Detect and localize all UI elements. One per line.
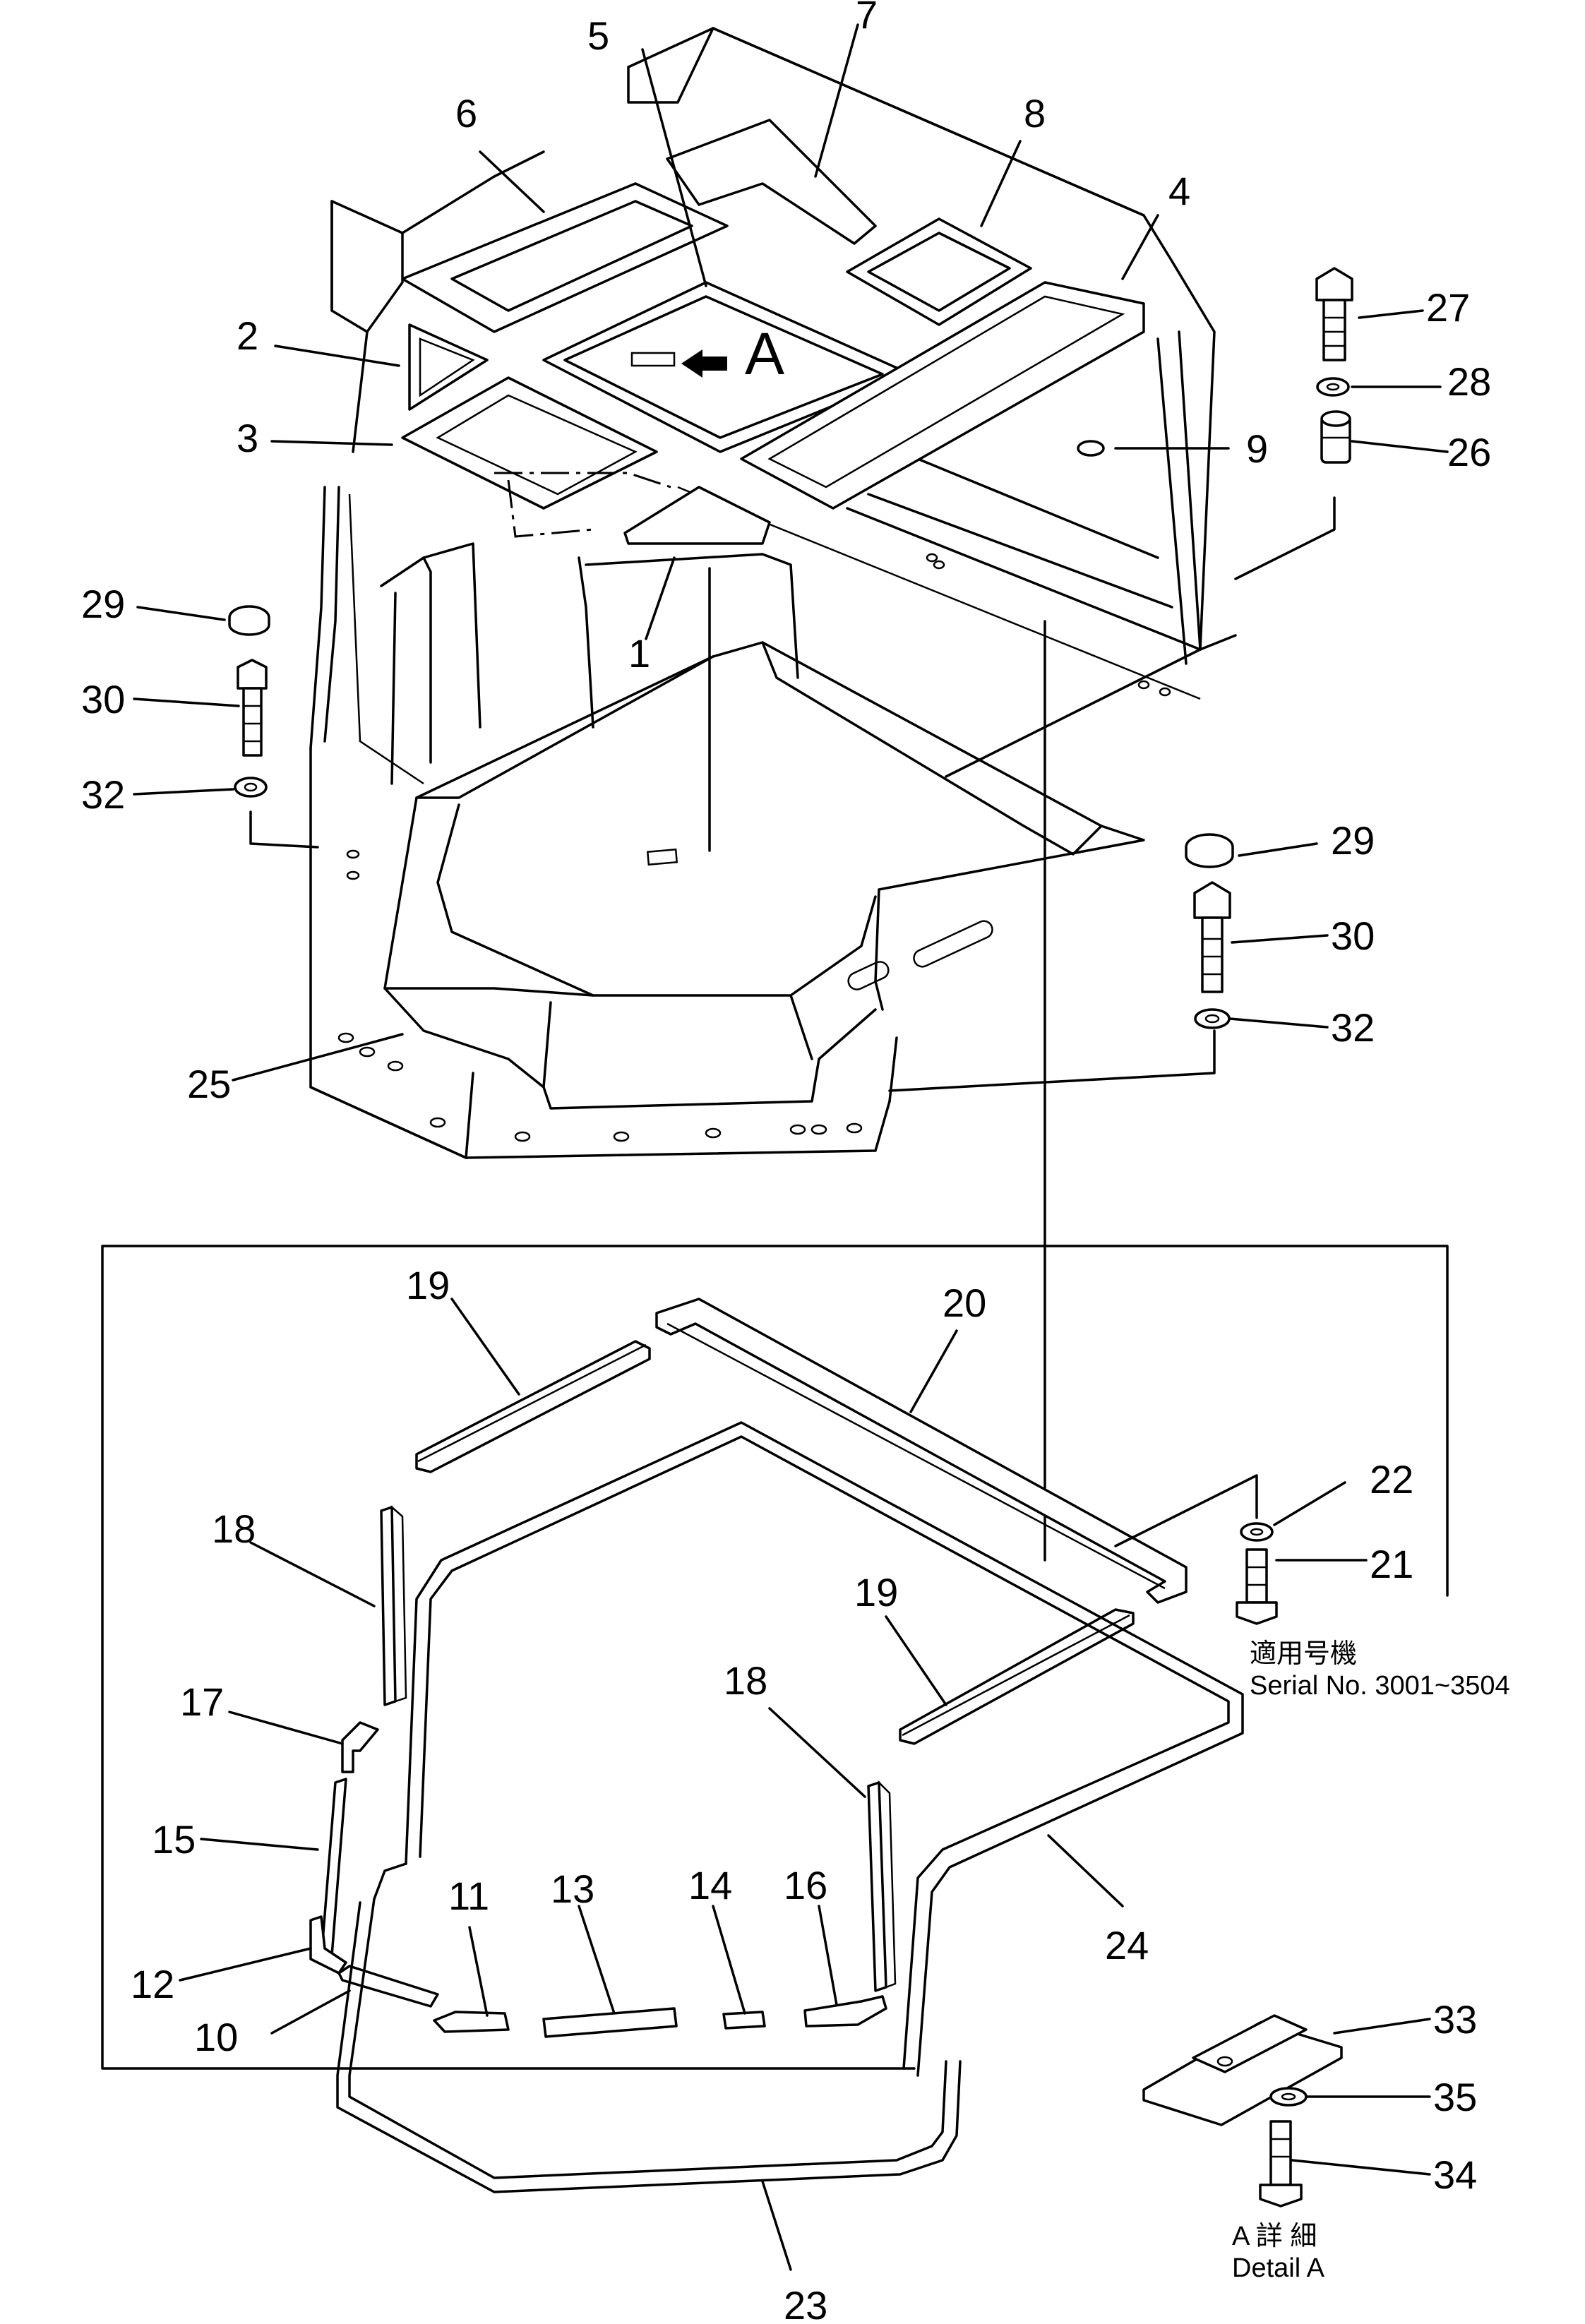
callout-7: 7 <box>856 0 878 37</box>
floor-panel-25 <box>383 641 1145 1110</box>
rail-19-upper <box>415 1340 651 1473</box>
bolt-27 <box>1315 267 1353 361</box>
washer-28 <box>1316 377 1350 397</box>
callout-17: 17 <box>180 1679 224 1724</box>
callout-30-left: 30 <box>81 677 125 721</box>
detail-note-jp: A 詳 細 <box>1232 2222 1317 2251</box>
detail-note-en: Detail A <box>1232 2253 1325 2283</box>
plate-11 <box>433 2011 510 2033</box>
washer-35 <box>1269 2087 1308 2107</box>
bolt-30-right <box>1193 881 1231 993</box>
bolt-21 <box>1236 1548 1278 1625</box>
leader-lines <box>133 23 1449 2271</box>
callout-32-left: 32 <box>81 772 125 817</box>
callout-11: 11 <box>448 1874 489 1918</box>
callout-21: 21 <box>1370 1542 1413 1586</box>
callout-33: 33 <box>1433 1997 1477 2042</box>
plate-14 <box>722 2011 766 2030</box>
rail-20 <box>655 1298 1188 1604</box>
bushing-26 <box>1320 410 1351 464</box>
plug-29-left <box>228 605 270 636</box>
callout-14: 14 <box>688 1863 732 1907</box>
washer-32-left <box>234 777 268 798</box>
callout-27: 27 <box>1426 285 1470 330</box>
callout-34: 34 <box>1433 2152 1477 2197</box>
detail-note: A 詳 細 Detail A <box>1232 2222 1325 2283</box>
callout-23: 23 <box>784 2283 827 2324</box>
assembly-leaders <box>249 496 1336 1562</box>
callout-9: 9 <box>1246 426 1268 471</box>
bracket-12 <box>309 1915 347 1975</box>
callout-2: 2 <box>237 313 258 358</box>
plug-29-right <box>1185 833 1234 868</box>
callout-26: 26 <box>1447 430 1491 474</box>
callout-29-right: 29 <box>1331 818 1375 863</box>
callout-labels: 5 7 6 8 4 2 3 1 9 27 28 26 29 30 32 29 3… <box>81 0 1491 2324</box>
washer-32-right <box>1194 1008 1231 1029</box>
serial-note-jp: 適用号機 <box>1250 1639 1357 1669</box>
washer-22 <box>1240 1522 1274 1542</box>
callout-4: 4 <box>1168 169 1190 213</box>
cab-frame <box>309 27 1237 1159</box>
plate-33 <box>1142 2014 1343 2126</box>
rail-19-lower <box>899 1608 1135 1745</box>
serial-note: 適用号機 Serial No. 3001~3504 <box>1250 1639 1510 1701</box>
serial-group-box <box>101 1245 1449 2070</box>
callout-16: 16 <box>784 1863 827 1907</box>
plate-13 <box>542 2007 678 2038</box>
gasket-23 <box>336 1898 962 2193</box>
callout-13: 13 <box>551 1867 594 1911</box>
bracket-17 <box>341 1721 379 1773</box>
callout-1: 1 <box>628 631 650 676</box>
callout-29-left: 29 <box>81 582 125 626</box>
callout-22: 22 <box>1370 1457 1413 1502</box>
callout-30-right: 30 <box>1331 914 1375 958</box>
bolt-30-left <box>237 659 268 757</box>
serial-note-en: Serial No. 3001~3504 <box>1250 1671 1510 1701</box>
callout-18-left: 18 <box>212 1507 256 1551</box>
callout-19-lower: 19 <box>854 1570 898 1615</box>
gasket-24 <box>373 1421 1244 2077</box>
callout-32-right: 32 <box>1331 1005 1375 1050</box>
callout-10: 10 <box>194 2015 238 2059</box>
callout-12: 12 <box>131 1962 174 2006</box>
view-marker-a: A <box>745 321 784 387</box>
rail-10 <box>337 1965 439 2008</box>
callout-25: 25 <box>187 1062 231 1106</box>
callout-15: 15 <box>152 1817 196 1862</box>
callout-24: 24 <box>1105 1923 1149 1967</box>
callout-35: 35 <box>1433 2075 1477 2119</box>
callout-5: 5 <box>587 13 609 58</box>
callout-28: 28 <box>1447 359 1491 404</box>
callout-3: 3 <box>237 416 258 460</box>
callout-20: 20 <box>943 1281 986 1325</box>
plate-16 <box>803 1995 887 2027</box>
callout-18-right: 18 <box>724 1658 767 1703</box>
post-18-left <box>380 1505 407 1706</box>
roof-panels <box>401 119 1145 545</box>
bolt-34 <box>1259 2120 1303 2208</box>
rail-15 <box>320 1778 347 1960</box>
callout-6: 6 <box>455 91 477 136</box>
callout-19-upper: 19 <box>406 1263 450 1307</box>
post-18-right <box>867 1780 897 1992</box>
callout-8: 8 <box>1024 91 1046 136</box>
